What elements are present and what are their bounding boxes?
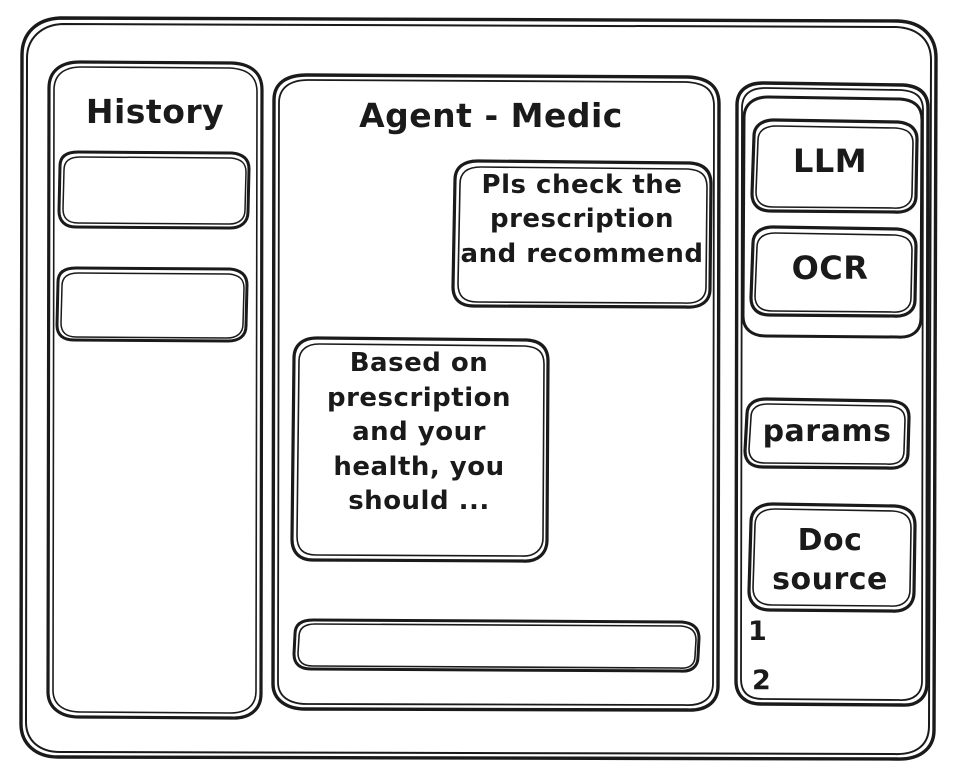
doc-source-label: Doc source <box>772 523 888 597</box>
user-message-bubble-outline <box>451 159 713 309</box>
assistant-message-bubble <box>292 338 548 562</box>
message-input[interactable] <box>294 620 699 671</box>
user-message-text: Pls check the prescription and recommend <box>460 170 704 269</box>
doc-source-item-2[interactable] <box>748 662 808 702</box>
history-item-2[interactable] <box>57 268 247 341</box>
params-button[interactable] <box>745 399 909 468</box>
llm-button-outline <box>750 118 919 214</box>
tools-panel-outline <box>734 81 930 707</box>
doc-source-item-1[interactable] <box>746 614 806 654</box>
doc-source-outline <box>747 502 917 613</box>
doc-source-button[interactable] <box>749 504 915 611</box>
main-panel-outline <box>271 73 721 712</box>
params-button-label: params <box>762 414 892 449</box>
history-panel-outline <box>46 60 264 720</box>
window-frame-outline <box>19 16 938 761</box>
ocr-button-outline <box>749 225 918 318</box>
doc-source-item-1-label: 1 <box>748 616 768 647</box>
composer-outline <box>292 618 701 673</box>
history-item-1[interactable] <box>58 152 249 228</box>
ocr-button-label: OCR <box>791 249 869 287</box>
assistant-message-text: Based on prescription and your health, y… <box>326 348 511 517</box>
history-item-2-outline <box>55 266 249 343</box>
page-title: Agent - Medic <box>359 96 623 135</box>
tools-group-outline <box>741 95 924 339</box>
ocr-button[interactable] <box>751 227 916 316</box>
assistant-message-bubble-outline <box>290 336 550 563</box>
llm-button[interactable] <box>752 120 917 212</box>
llm-button-label: LLM <box>792 142 868 180</box>
history-panel-title: History <box>85 92 225 131</box>
doc-source-item-2-label: 2 <box>752 665 772 696</box>
user-message-bubble <box>453 161 711 308</box>
history-item-1-outline <box>57 150 251 230</box>
params-button-outline <box>743 397 911 470</box>
